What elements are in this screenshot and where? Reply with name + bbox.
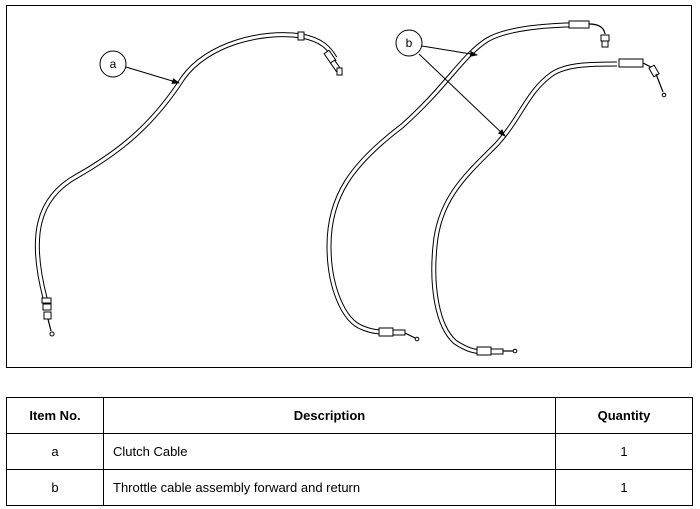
cell-quantity: 1 [555, 469, 693, 506]
table-row: b Throttle cable assembly forward and re… [6, 469, 693, 506]
header-item-no: Item No. [6, 397, 104, 434]
throttle-cable-forward-drawing [326, 20, 610, 342]
table-header-row: Item No. Description Quantity [6, 397, 693, 434]
parts-table: Item No. Description Quantity a Clutch C… [6, 397, 693, 506]
callout-b: b [395, 29, 506, 137]
throttle-cable-return-drawing [431, 58, 667, 356]
table-row: a Clutch Cable 1 [6, 433, 693, 470]
cables-illustration: a b [34, 20, 667, 356]
clutch-cable-drawing [34, 31, 343, 337]
callout-a: a [99, 50, 180, 84]
callout-a-label: a [110, 57, 117, 71]
cell-description: Throttle cable assembly forward and retu… [103, 469, 556, 506]
cell-item: a [6, 433, 104, 470]
callout-b-label: b [406, 36, 413, 50]
header-description: Description [103, 397, 556, 434]
cell-quantity: 1 [555, 433, 693, 470]
header-quantity: Quantity [555, 397, 693, 434]
cell-description: Clutch Cable [103, 433, 556, 470]
figure-panel: a b [6, 5, 692, 368]
cell-item: b [6, 469, 104, 506]
